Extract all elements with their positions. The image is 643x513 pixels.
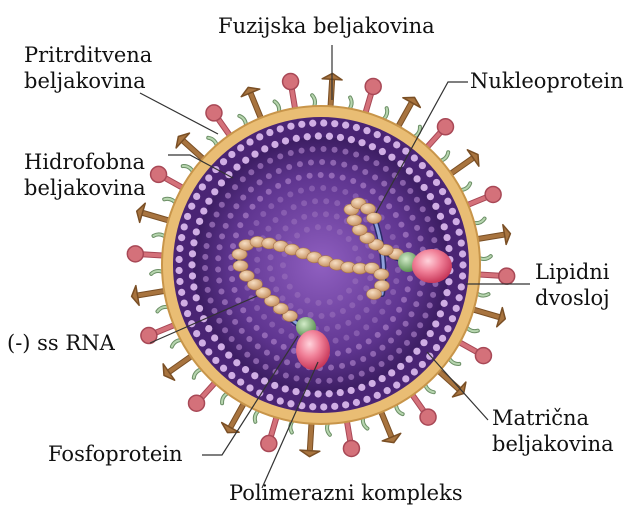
label-nucleoprotein: Nukleoprotein — [470, 68, 624, 94]
label-polymerase-complex: Polimerazni kompleks — [229, 480, 463, 506]
label-lipid-bilayer: Lipidni dvosloj — [535, 259, 610, 311]
label-hydrophobic-protein: Hidrofobna beljakovina — [24, 149, 146, 201]
polymerase-complex-1 — [296, 330, 330, 370]
label-phosphoprotein: Fosfoprotein — [48, 441, 183, 467]
label-fusion-protein: Fuzijska beljakovina — [218, 13, 435, 39]
label-attachment-protein: Pritrditvena beljakovina — [24, 42, 152, 94]
polymerase-complex-2 — [412, 249, 452, 283]
label-rna: (-) ss RNA — [7, 330, 115, 356]
label-matrix-protein: Matrična beljakovina — [492, 405, 614, 457]
